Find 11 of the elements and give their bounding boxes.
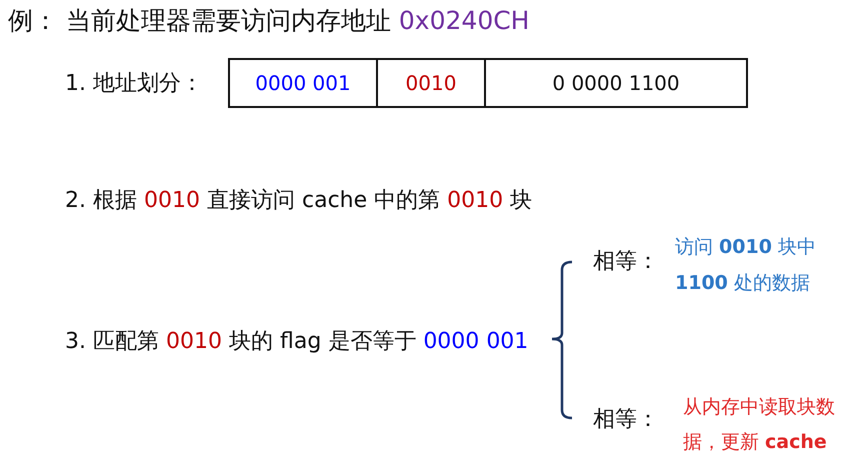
step-text: 2. 根据 0010 直接访问 cache 中的第 0010 块 — [65, 188, 532, 214]
step-text: 1. 地址划分： — [65, 71, 203, 97]
result-text: 从内存中读取块数据，更新 cache — [683, 395, 836, 455]
address-segment: 0010 — [376, 58, 486, 108]
title: 例： 当前处理器需要访问内存地址 0x0240CH — [8, 6, 530, 36]
step-text: 3. 匹配第 0010 块的 flag 是否等于 0000 001 — [65, 329, 528, 355]
address-segment: 0 0000 1100 — [484, 58, 748, 108]
address-segment: 0000 001 — [228, 58, 378, 108]
condition-label: 相等： — [593, 249, 659, 275]
result-text: 访问 0010 块中 1100 处的数据 — [675, 235, 817, 296]
condition-label: 相等： — [593, 407, 659, 433]
